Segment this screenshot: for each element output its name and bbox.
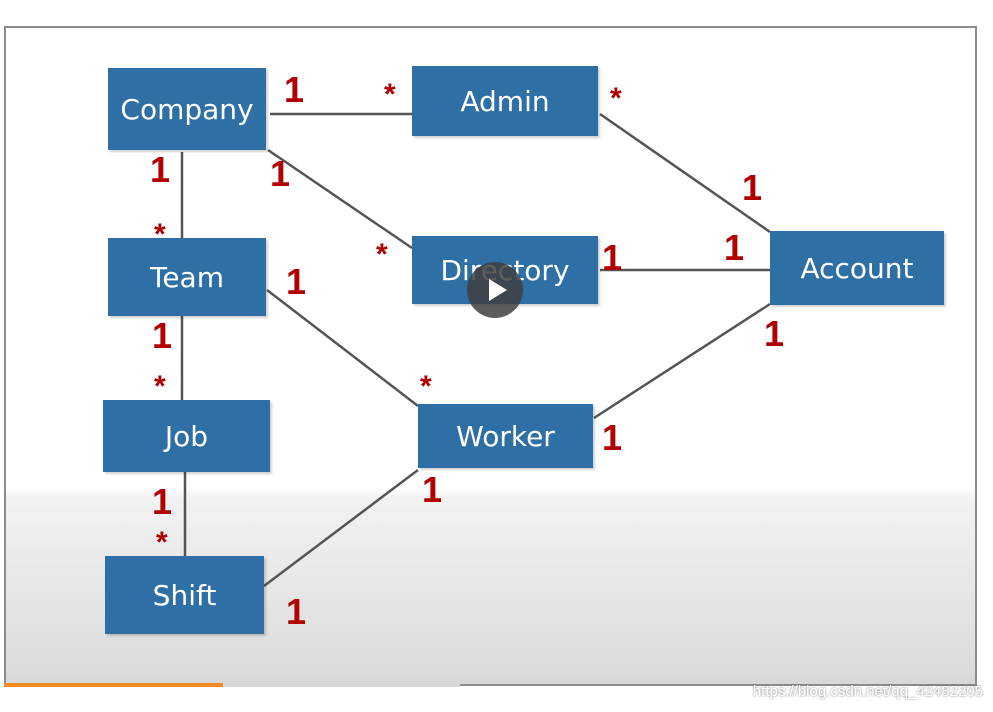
multiplicity-admin-account-source: *: [610, 82, 622, 115]
entity-worker: Worker: [418, 404, 593, 468]
multiplicity-company-directory-source: 1: [270, 153, 291, 194]
entity-account: Account: [770, 231, 944, 305]
entity-team: Team: [108, 238, 266, 316]
multiplicity-shift-worker-source: 1: [286, 591, 307, 632]
multiplicity-team-worker-target: *: [420, 370, 432, 403]
entity-shift: Shift: [105, 556, 264, 634]
multiplicity-company-team-target: *: [154, 218, 166, 251]
connector-worker-account: [593, 302, 771, 420]
watermark-text: https://blog.csdn.net/qq_42482205: [752, 683, 983, 700]
entity-admin: Admin: [412, 66, 598, 136]
multiplicity-worker-account-source: 1: [602, 417, 623, 458]
play-button[interactable]: [467, 262, 523, 318]
multiplicity-team-job-source: 1: [152, 315, 173, 356]
multiplicity-directory-account-target: 1: [724, 227, 745, 268]
multiplicity-directory-account-source: 1: [602, 237, 623, 278]
multiplicity-admin-account-target: 1: [742, 167, 763, 208]
multiplicity-company-admin-target: *: [384, 78, 396, 111]
multiplicity-team-worker-source: 1: [286, 261, 307, 302]
multiplicity-team-job-target: *: [154, 370, 166, 403]
multiplicity-shift-worker-target: 1: [422, 469, 443, 510]
diagram-slide: Company Admin Directory Account Team Job…: [4, 26, 977, 686]
multiplicity-job-shift-target: *: [156, 526, 168, 559]
connector-admin-account: [599, 112, 771, 234]
entity-job: Job: [103, 400, 270, 472]
multiplicity-company-directory-target: *: [376, 238, 388, 271]
entity-company: Company: [108, 68, 266, 150]
multiplicity-worker-account-target: 1: [764, 313, 785, 354]
multiplicity-company-team-source: 1: [150, 149, 171, 190]
connector-lines: [180, 112, 771, 587]
video-progress-bar[interactable]: [4, 683, 460, 687]
multiplicity-job-shift-source: 1: [152, 481, 173, 522]
connector-shift-worker: [263, 469, 419, 587]
play-icon: [488, 279, 507, 301]
connector-team-worker: [266, 289, 419, 407]
multiplicity-company-admin-source: 1: [284, 69, 305, 110]
connector-company-directory: [267, 148, 413, 250]
video-progress-played: [4, 683, 223, 687]
